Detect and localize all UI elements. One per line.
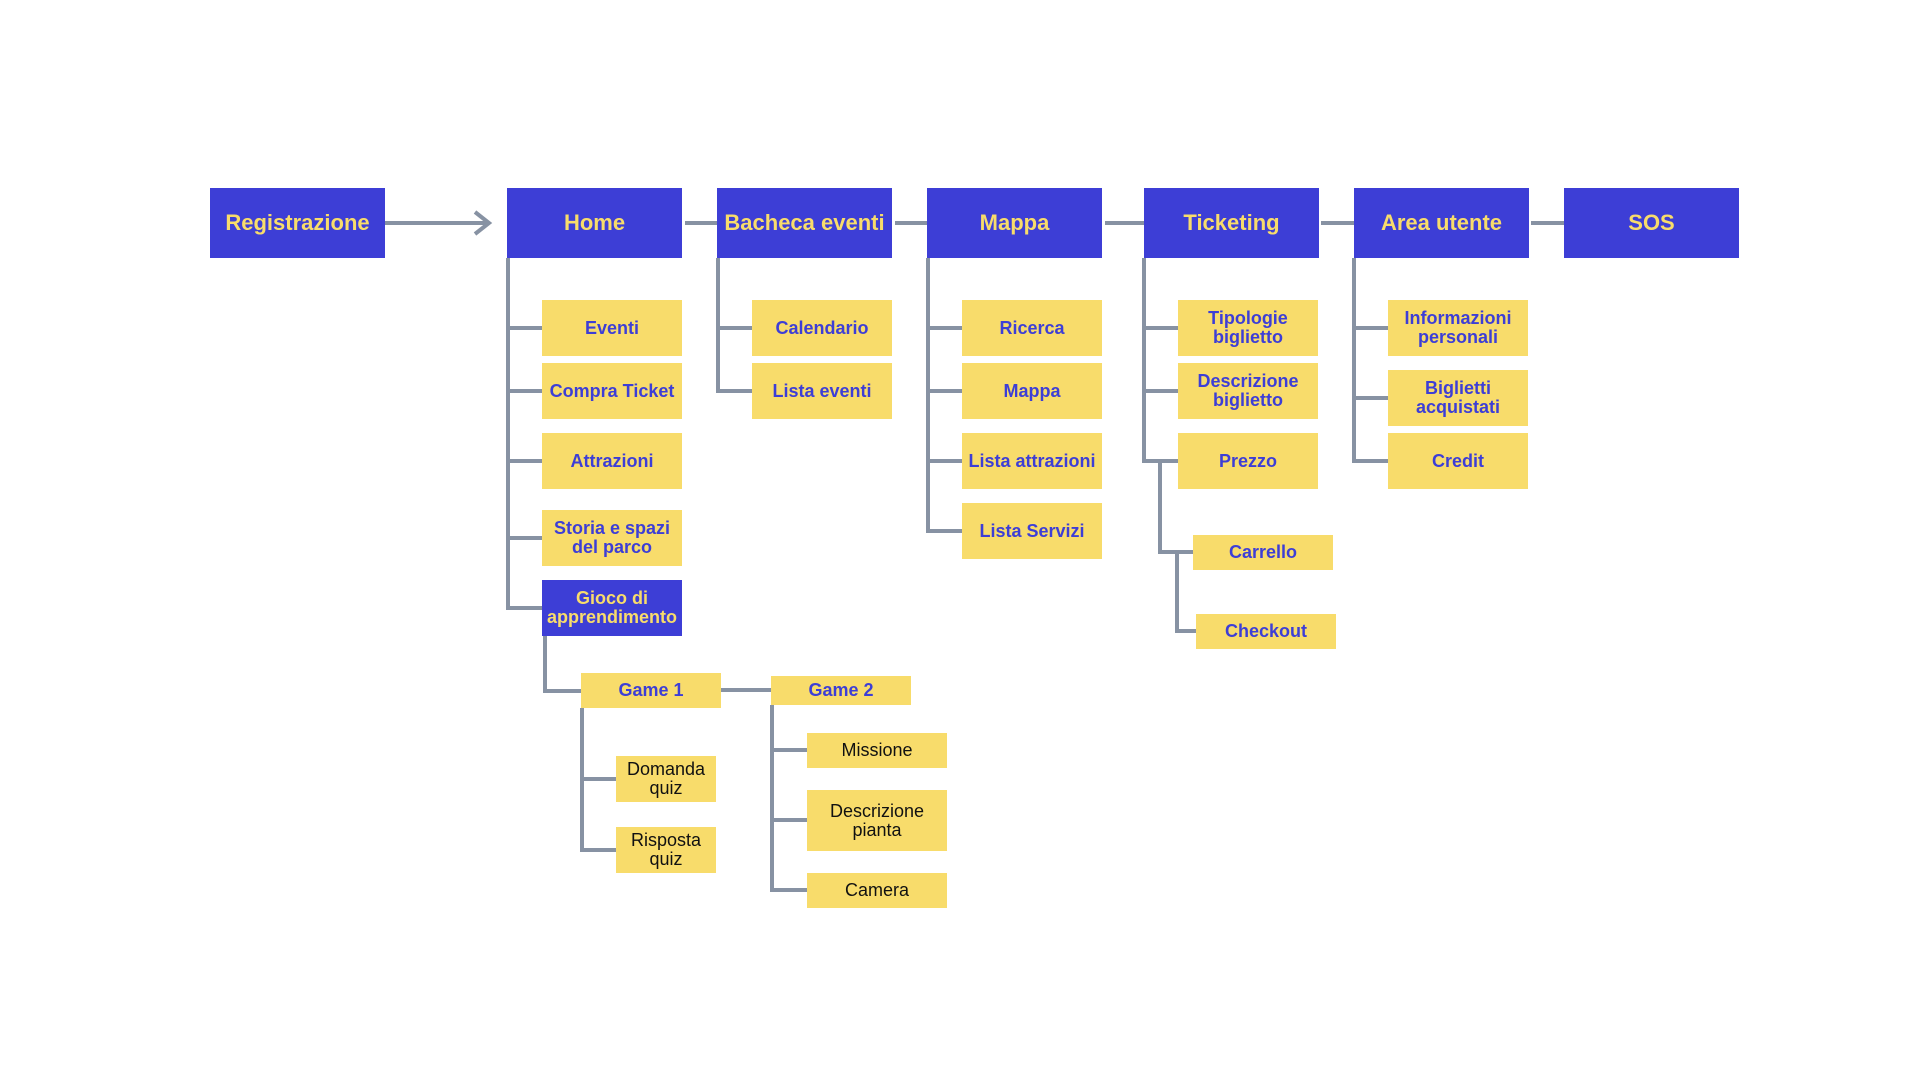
- node-lista-servizi: Lista Servizi: [962, 503, 1102, 559]
- node-mappa: Mappa: [927, 188, 1102, 258]
- connector-line: [1158, 461, 1193, 554]
- node-informazioni-personali: Informazioni personali: [1388, 300, 1528, 356]
- node-compra-ticket: Compra Ticket: [542, 363, 682, 419]
- node-gioco-apprendimento: Gioco di apprendimento: [542, 580, 682, 636]
- node-credit: Credit: [1388, 433, 1528, 489]
- node-ricerca: Ricerca: [962, 300, 1102, 356]
- node-area-utente: Area utente: [1354, 188, 1529, 258]
- node-prezzo: Prezzo: [1178, 433, 1318, 489]
- node-eventi: Eventi: [542, 300, 682, 356]
- connector-line: [770, 705, 807, 892]
- node-mappa-sub: Mappa: [962, 363, 1102, 419]
- node-home: Home: [507, 188, 682, 258]
- node-sos: SOS: [1564, 188, 1739, 258]
- node-tipologie-biglietto: Tipologie biglietto: [1178, 300, 1318, 356]
- node-bacheca-eventi: Bacheca eventi: [717, 188, 892, 258]
- connector-line: [543, 636, 581, 693]
- connector-line: [1175, 552, 1196, 633]
- connector-line: [926, 258, 962, 533]
- node-risposta-quiz: Risposta quiz: [616, 827, 716, 873]
- connector-line: [473, 210, 493, 236]
- node-domanda-quiz: Domanda quiz: [616, 756, 716, 802]
- node-game2: Game 2: [771, 676, 911, 705]
- connector-line: [1352, 258, 1388, 463]
- node-ticketing: Ticketing: [1144, 188, 1319, 258]
- node-calendario: Calendario: [752, 300, 892, 356]
- node-descrizione-biglietto: Descrizione biglietto: [1178, 363, 1318, 419]
- node-attrazioni: Attrazioni: [542, 433, 682, 489]
- node-carrello: Carrello: [1193, 535, 1333, 570]
- node-biglietti-acquistati: Biglietti acquistati: [1388, 370, 1528, 426]
- connector-line: [1142, 258, 1178, 463]
- node-lista-attrazioni: Lista attrazioni: [962, 433, 1102, 489]
- connector-line: [580, 708, 616, 852]
- node-missione: Missione: [807, 733, 947, 768]
- node-descrizione-pianta: Descrizione pianta: [807, 790, 947, 851]
- node-checkout: Checkout: [1196, 614, 1336, 649]
- connector-line: [506, 258, 542, 610]
- node-lista-eventi: Lista eventi: [752, 363, 892, 419]
- node-camera: Camera: [807, 873, 947, 908]
- connector-line: [716, 258, 752, 393]
- node-storia-spazi: Storia e spazi del parco: [542, 510, 682, 566]
- node-game1: Game 1: [581, 673, 721, 708]
- node-registrazione: Registrazione: [210, 188, 385, 258]
